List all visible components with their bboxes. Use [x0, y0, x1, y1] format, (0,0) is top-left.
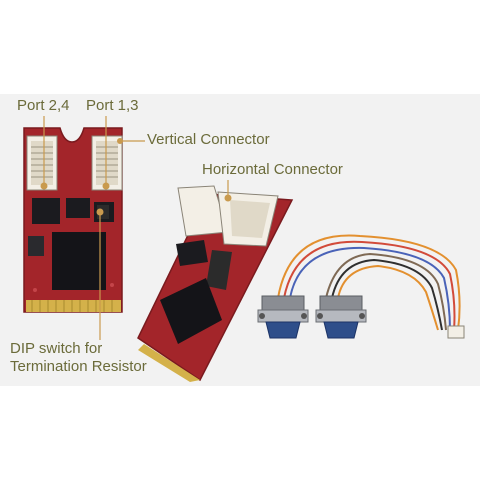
horizontal-connector-board: [137, 185, 294, 382]
label-port-1-3: Port 1,3: [86, 97, 139, 114]
cable-end-connector: [447, 325, 465, 339]
vertical-connector-board: [23, 127, 123, 313]
label-dip-switch-line1: DIP switch for: [10, 340, 103, 357]
label-vertical-connector: Vertical Connector: [147, 131, 270, 148]
cable-assembly: [277, 234, 461, 331]
callout-lines: [43, 116, 229, 340]
label-dip-switch-line2: Termination Resistor: [10, 358, 147, 375]
db9-connector-left: [257, 295, 309, 339]
db9-connector-right: [315, 295, 367, 339]
label-horizontal-connector: Horizontal Connector: [202, 161, 343, 178]
label-port-2-4: Port 2,4: [17, 97, 70, 114]
callout-dots: [40, 138, 232, 216]
